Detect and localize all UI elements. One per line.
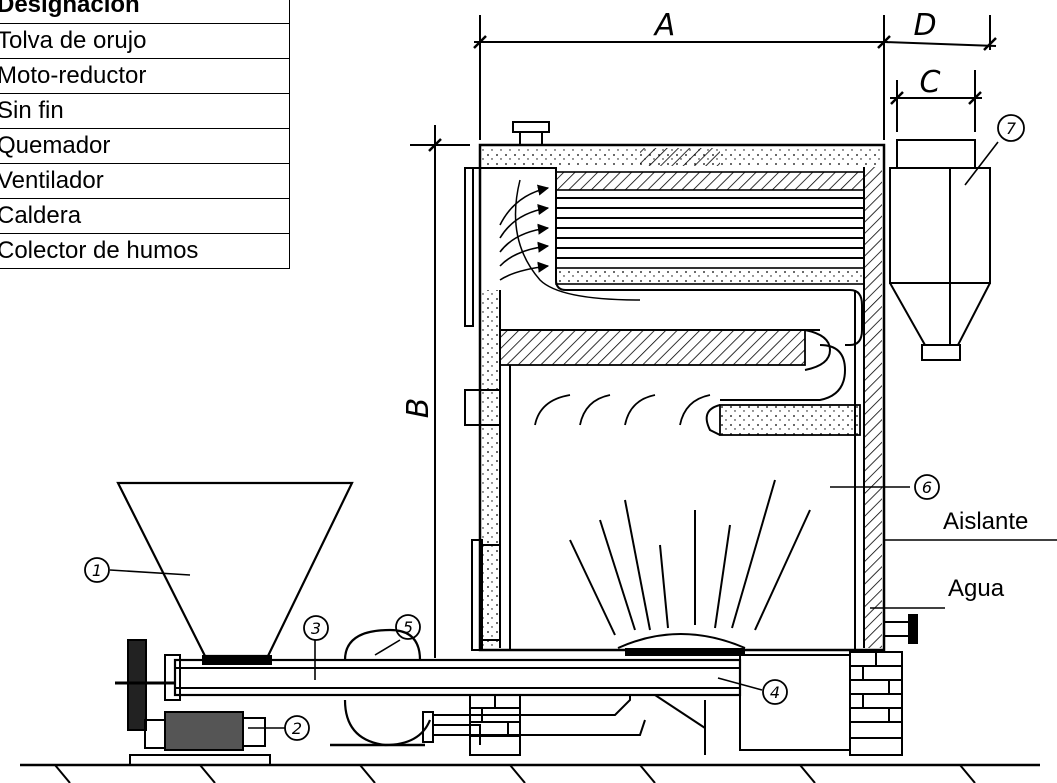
legend-item-2: Moto-reductor: [0, 58, 289, 93]
callout-4: 4: [770, 683, 780, 702]
water-nozzle: [883, 614, 918, 644]
flame-base: [617, 633, 746, 649]
dimension-a: [473, 15, 891, 140]
callout-7: 7: [1006, 119, 1017, 138]
dimension-letters: A D C B: [401, 8, 941, 418]
flow-arrows: [499, 184, 550, 281]
dimension-c: [890, 70, 982, 132]
label-insulation: Aislante: [943, 508, 1029, 535]
legend-item-7: Colector de humos: [0, 233, 289, 268]
callout-1: 1: [92, 561, 102, 580]
legend-item-6: Caldera: [0, 198, 289, 233]
auger-tube: [164, 654, 742, 701]
callout-numbers: 1 2 3 4 5 6 7: [92, 119, 1017, 738]
gear-motor: [129, 711, 271, 766]
callout-6: 6: [922, 478, 932, 497]
smoke-box: [464, 167, 863, 346]
dimension-label-a: A: [653, 8, 676, 43]
gas-curls: [534, 394, 711, 426]
label-water: Agua: [948, 575, 1005, 602]
dimension-d: [883, 15, 997, 51]
legend-table: Designación Tolva de orujo Moto-reductor…: [0, 0, 290, 269]
dimension-label-b: B: [401, 398, 436, 419]
baffle-lower: [705, 404, 861, 436]
brick-support-left: [469, 694, 521, 756]
dimension-b: [410, 125, 470, 658]
tube-bank: [555, 171, 865, 285]
drive-gear: [115, 639, 175, 731]
ground-line: [20, 763, 1040, 783]
callout-2: 2: [292, 719, 302, 738]
callout-5: 5: [403, 618, 413, 637]
callout-3: 3: [311, 619, 321, 638]
dimension-label-d: D: [913, 8, 936, 43]
legend-item-3: Sin fin: [0, 93, 289, 128]
smoke-collector: [889, 139, 991, 361]
flame-lines: [569, 479, 811, 636]
dimension-label-c: C: [920, 65, 941, 100]
burner-grate: [625, 648, 851, 751]
side-doors: [464, 389, 501, 651]
callout-circles: [84, 114, 1025, 741]
legend-item-1: Tolva de orujo: [0, 23, 289, 58]
brick-support-right: [849, 651, 903, 756]
fan: [330, 628, 481, 747]
boiler-shell: [478, 143, 886, 652]
legend-item-5: Ventilador: [0, 163, 289, 198]
legend-item-4: Quemador: [0, 128, 289, 163]
leader-lines: [109, 141, 1057, 729]
top-nozzle: [512, 121, 550, 146]
gas-passage: [720, 344, 847, 401]
baffle-upper: [499, 329, 832, 371]
legend-header: Designación: [0, 0, 140, 18]
